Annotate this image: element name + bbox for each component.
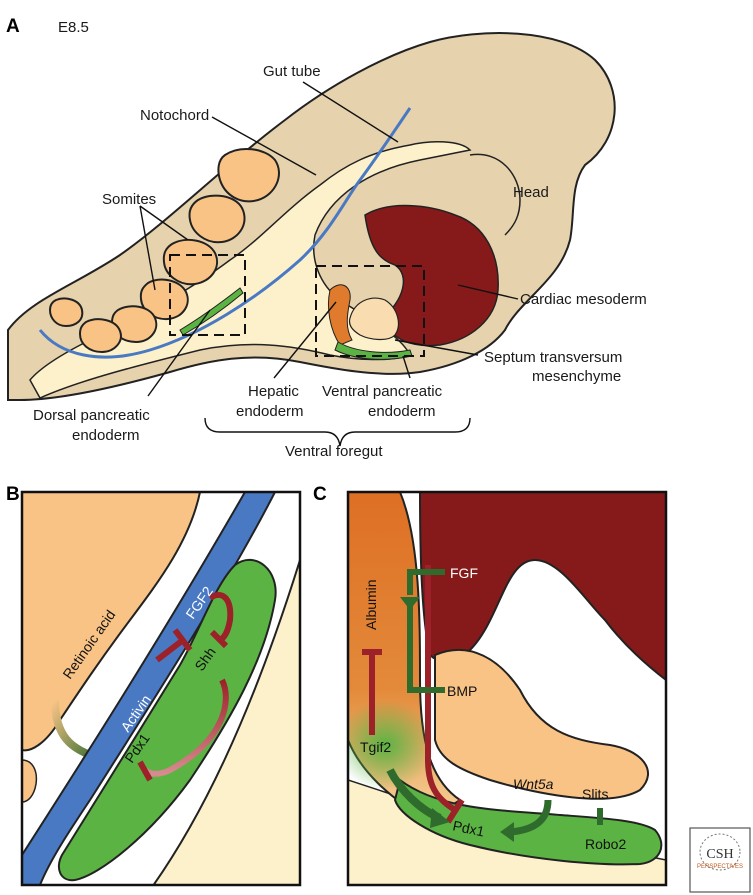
logo-text-csh: CSH <box>706 847 733 862</box>
shh-loop <box>208 592 234 643</box>
activin-inhibit-bar <box>172 628 193 652</box>
panel-c-septum <box>434 649 650 800</box>
wnt5a-arrowhead <box>500 822 514 842</box>
somites <box>48 148 280 354</box>
panel-c-pancreatic-bud <box>393 778 663 866</box>
panel-c-letter: C <box>313 484 327 505</box>
shh-inhibit-pdx1 <box>142 678 229 777</box>
stage-label: E8.5 <box>58 19 89 36</box>
dorsal-pancreatic-label-1: Dorsal pancreatic <box>33 407 150 424</box>
tgif2-arrowhead <box>430 808 450 828</box>
albumin-label: Albumin <box>363 579 379 630</box>
somite <box>217 148 280 203</box>
panel-c-frame <box>346 490 668 887</box>
panel-b-somite-small <box>22 759 38 803</box>
tgif2-label: Tgif2 <box>360 739 391 755</box>
wnt5a-label: Wnt5a <box>513 776 554 792</box>
panel-b-letter: B <box>6 484 20 505</box>
panel-a-letter: A <box>6 16 20 37</box>
panel-b-somite <box>22 492 202 752</box>
bmp-label: BMP <box>447 683 477 699</box>
ventral-inset-box <box>315 265 425 357</box>
head-outline <box>469 153 521 236</box>
head-label: Head <box>513 184 549 201</box>
fgf-inhibit-pdx1 <box>425 565 457 813</box>
panel-b: B Retinoic acid <box>6 484 302 887</box>
robo2-label: Robo2 <box>585 836 626 852</box>
pdx1-label-c: Pdx1 <box>451 817 486 839</box>
somite <box>78 318 122 354</box>
shh-loop-bar <box>209 629 229 649</box>
dorsal-pancreatic-label-2: endoderm <box>72 427 140 444</box>
somite <box>162 238 218 286</box>
fgf-activate-albumin <box>407 569 445 595</box>
bmp-activate-albumin <box>407 600 445 693</box>
somite <box>110 305 158 344</box>
panel-a: A E8.5 <box>6 16 647 460</box>
septum-transversum <box>348 297 399 341</box>
notochord <box>38 107 412 359</box>
wnt5a-activate-pdx1 <box>509 799 552 836</box>
cardiac-mesoderm-label: Cardiac mesoderm <box>520 291 647 308</box>
septum-label-2: mesenchyme <box>532 368 621 385</box>
ventral-pancreatic-label-1: Ventral pancreatic <box>322 383 443 400</box>
cardiac-mesoderm <box>364 204 499 347</box>
activin-inhibit-shh <box>155 637 185 663</box>
somites-label: Somites <box>102 191 156 208</box>
logo-text-perspectives: PERSPECTIVES <box>697 864 743 870</box>
dorsal-pancreatic-endoderm <box>179 287 244 336</box>
ventral-foregut-label: Ventral foregut <box>285 443 383 460</box>
gut-tube-label: Gut tube <box>263 63 321 80</box>
hepatic-endoderm <box>327 284 353 346</box>
notochord-label: Notochord <box>140 107 209 124</box>
slits-label: Slits <box>582 786 608 802</box>
panel-b-frame <box>20 490 302 887</box>
csh-perspectives-logo: CSH PERSPECTIVES <box>689 827 751 893</box>
fgf-label: FGF <box>450 565 478 581</box>
dorsal-inset-box <box>169 254 246 336</box>
leader-lines <box>139 81 519 397</box>
shh-inhibit-bar <box>137 760 153 782</box>
somite <box>48 297 84 328</box>
ventral-foregut-brace <box>204 417 471 447</box>
hepatic-label-2: endoderm <box>236 403 304 420</box>
panel-c: C <box>313 484 668 887</box>
fgf-inhibit-bar <box>445 798 465 824</box>
ventral-pancreatic-label-2: endoderm <box>368 403 436 420</box>
somite <box>139 278 189 321</box>
hepatic-label-1: Hepatic <box>248 383 299 400</box>
dna-ring-icon <box>699 833 741 871</box>
septum-label-1: Septum transversum <box>484 349 622 366</box>
somite <box>188 194 246 244</box>
panel-b-endoderm <box>152 559 300 885</box>
